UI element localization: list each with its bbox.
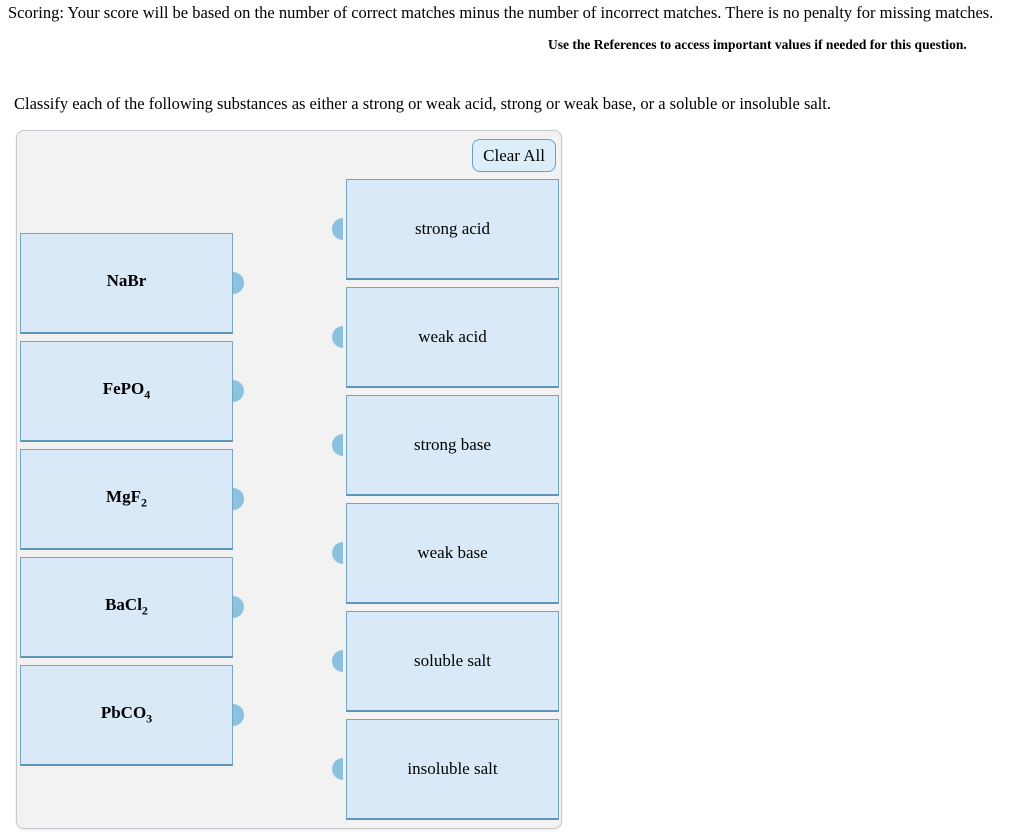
substance-label: NaBr [106,271,147,291]
category-label: insoluble salt [407,759,498,778]
substance-box-mgf2[interactable]: MgF2 [20,449,244,550]
category-box-strong-acid[interactable]: strong acid [332,179,559,280]
connector-icon[interactable] [233,272,244,294]
connector-icon[interactable] [332,434,343,456]
category-label: strong base [414,435,491,454]
category-label: soluble salt [414,651,491,670]
connector-icon[interactable] [332,542,343,564]
connector-icon[interactable] [233,704,244,726]
category-box-soluble-salt[interactable]: soluble salt [332,611,559,712]
substance-label: MgF2 [106,487,147,510]
substance-box-bacl2[interactable]: BaCl2 [20,557,244,658]
instruction-text: Classify each of the following substance… [14,94,831,113]
scoring-text: Scoring: Your score will be based on the… [8,3,994,22]
substance-label: FePO4 [102,379,151,402]
category-label: weak base [417,543,488,562]
connector-icon[interactable] [332,650,343,672]
category-box-weak-base[interactable]: weak base [332,503,559,604]
category-box-weak-acid[interactable]: weak acid [332,287,559,388]
clear-all-button[interactable]: Clear All [472,139,556,172]
substance-box-nabr[interactable]: NaBr [20,233,244,334]
category-box-strong-base[interactable]: strong base [332,395,559,496]
category-box-insoluble-salt[interactable]: insoluble salt [332,719,559,820]
matching-panel: Clear All NaBr FePO4 MgF2 BaCl2 PbCO3 st… [16,130,562,829]
connector-icon[interactable] [233,596,244,618]
connector-icon[interactable] [233,488,244,510]
category-label: strong acid [414,219,491,238]
connector-icon[interactable] [332,326,343,348]
connector-icon[interactable] [332,758,343,780]
substance-label: BaCl2 [105,595,148,618]
connector-icon[interactable] [332,218,343,240]
substance-label: PbCO3 [100,703,153,726]
substance-box-pbco3[interactable]: PbCO3 [20,665,244,766]
connector-icon[interactable] [233,380,244,402]
category-label: weak acid [418,327,487,346]
references-note: Use the References to access important v… [548,37,967,52]
substance-box-fepo4[interactable]: FePO4 [20,341,244,442]
